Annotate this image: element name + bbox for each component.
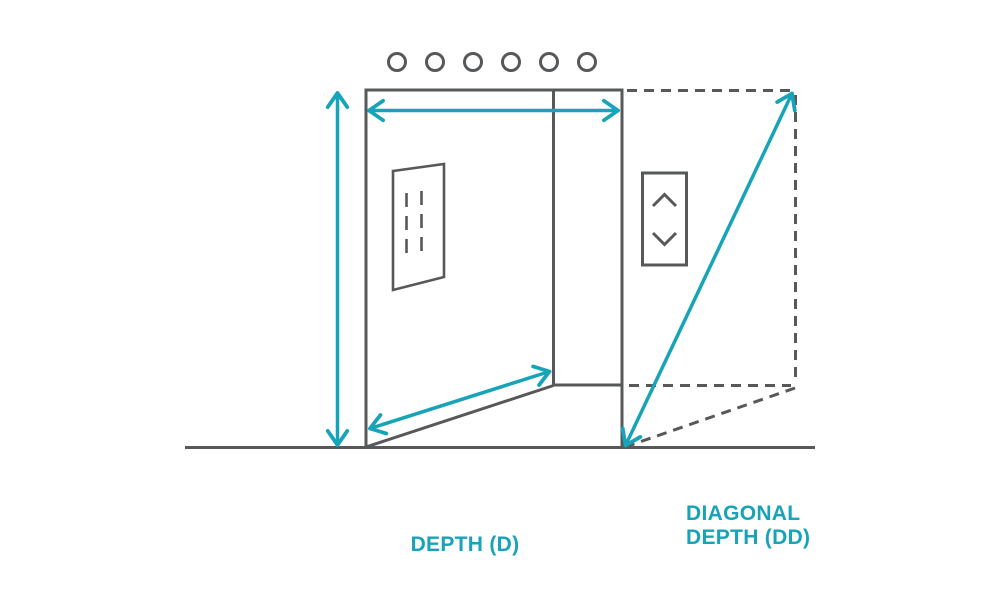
ceiling-light-circle-icon [425, 52, 445, 72]
mirror-panel [391, 162, 446, 292]
ceiling-lights [387, 52, 597, 72]
ceiling-light-circle-icon [577, 52, 597, 72]
floor-depth-measure-arrow [368, 364, 552, 436]
chevron-down-icon [651, 231, 678, 247]
ceiling-light-circle-icon [387, 52, 407, 72]
chevron-up-icon [651, 192, 678, 208]
mirror-panel-frame [391, 162, 446, 292]
car-walls [364, 88, 624, 448]
button-panel-frame [641, 171, 688, 267]
depth-label: DEPTH (D) [410, 533, 520, 556]
diagonal-depth-measure-arrow [620, 91, 797, 448]
diagonal-depth-label: DIAGONAL DEPTH (DD) [686, 502, 810, 550]
open-door-outline [627, 89, 797, 448]
diagonal-depth-label-line1: DIAGONAL [686, 502, 801, 525]
diagonal-depth-label-line2: DEPTH (DD) [686, 526, 811, 549]
elevator-button-panel [641, 171, 688, 267]
car-floor-left-edge [365, 384, 554, 449]
ceiling-light-circle-icon [501, 52, 521, 72]
door-diagonal-dashed [627, 386, 796, 448]
elevator-car-outline [364, 88, 624, 449]
ceiling-light-circle-icon [539, 52, 559, 72]
ceiling-light-circle-icon [463, 52, 483, 72]
